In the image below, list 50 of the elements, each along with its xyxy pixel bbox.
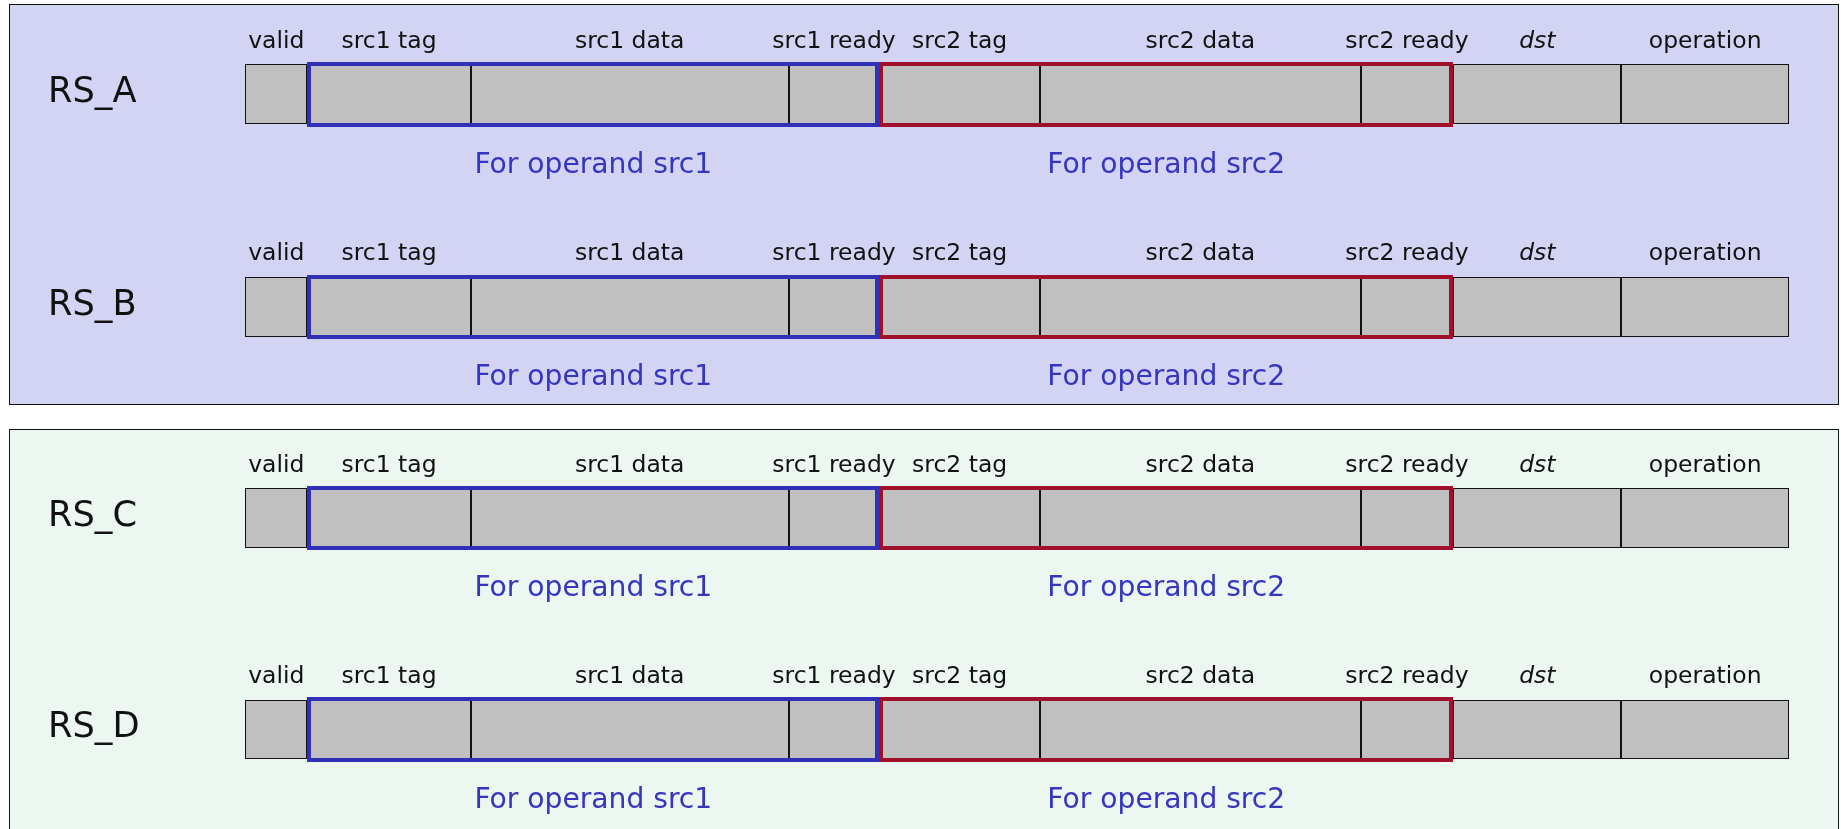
- field-label: src1 tag: [341, 238, 437, 267]
- group-caption: For operand src2: [1047, 146, 1286, 180]
- field-label: src1 data: [574, 238, 685, 267]
- panel-background: [9, 3, 1839, 406]
- group-caption: For operand src1: [474, 359, 713, 393]
- field-label: src2 ready: [1345, 449, 1469, 478]
- field-label: src1 data: [574, 449, 685, 478]
- field-label: dst: [1519, 238, 1556, 267]
- field-label: operation: [1648, 449, 1762, 478]
- field-label: src2 tag: [912, 25, 1008, 54]
- field-label: src2 tag: [912, 238, 1008, 267]
- field-label: valid: [248, 660, 305, 689]
- field-label: src2 ready: [1345, 660, 1469, 689]
- row-label: RS_C: [47, 492, 137, 534]
- field-label: src2 data: [1145, 449, 1256, 478]
- row-label: RS_D: [47, 704, 140, 746]
- field-label: operation: [1648, 660, 1762, 689]
- field-label: dst: [1519, 660, 1556, 689]
- field-label: src1 ready: [772, 238, 896, 267]
- field-label: operation: [1648, 25, 1762, 54]
- field-label: src1 data: [574, 25, 685, 54]
- field-label: dst: [1519, 25, 1556, 54]
- field-label: src2 tag: [912, 449, 1008, 478]
- field-label: src1 tag: [341, 660, 437, 689]
- field-label: valid: [248, 25, 305, 54]
- field-label: operation: [1648, 238, 1762, 267]
- group-caption: For operand src2: [1047, 359, 1286, 393]
- field-label: src2 data: [1145, 238, 1256, 267]
- field-label: src2 ready: [1345, 238, 1469, 267]
- field-label: src2 data: [1145, 25, 1256, 54]
- field-label: valid: [248, 449, 305, 478]
- field-label: src1 data: [574, 660, 685, 689]
- field-label: dst: [1519, 449, 1556, 478]
- field-label: src1 ready: [772, 660, 896, 689]
- row-label: RS_A: [47, 69, 137, 111]
- group-caption: For operand src1: [474, 781, 713, 815]
- field-label: src1 tag: [341, 25, 437, 54]
- field-label: src2 tag: [912, 660, 1008, 689]
- row-label: RS_B: [47, 281, 137, 323]
- field-label: valid: [248, 238, 305, 267]
- field-label: src1 ready: [772, 25, 896, 54]
- group-caption: For operand src2: [1047, 570, 1286, 604]
- group-caption: For operand src1: [474, 570, 713, 604]
- field-label: src1 ready: [772, 449, 896, 478]
- group-caption: For operand src2: [1047, 781, 1286, 815]
- field-label: src2 data: [1145, 660, 1256, 689]
- field-label: src1 tag: [341, 449, 437, 478]
- group-caption: For operand src1: [474, 146, 713, 180]
- field-label: src2 ready: [1345, 25, 1469, 54]
- panel-background: [9, 428, 1839, 829]
